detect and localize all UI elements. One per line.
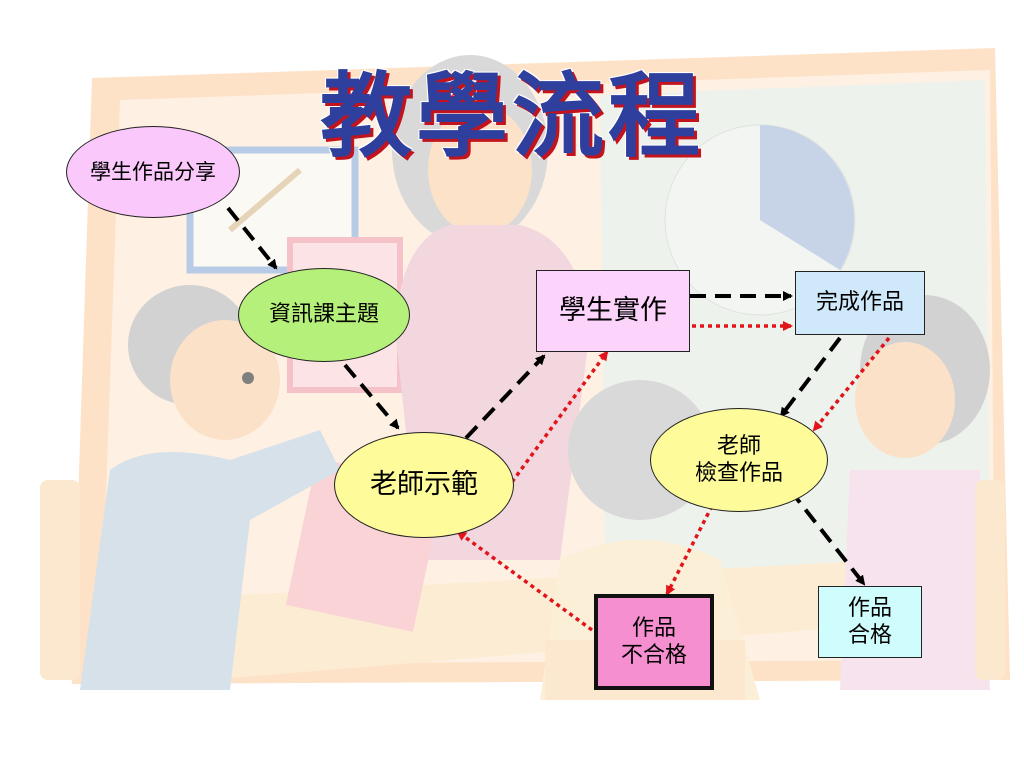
node-work-fail: 作品 不合格 bbox=[594, 594, 714, 690]
node-teacher-check-line1: 老師 bbox=[716, 433, 761, 459]
node-finish-work-label: 完成作品 bbox=[815, 290, 904, 316]
red-arrow-demo-to-practice bbox=[510, 350, 609, 484]
chair-right bbox=[975, 480, 1005, 680]
arrow-check-to-pass bbox=[788, 488, 866, 586]
pie-slice bbox=[760, 125, 855, 270]
leaf-drawing bbox=[228, 167, 302, 233]
node-teacher-demo: 老師示範 bbox=[334, 432, 514, 538]
boy-face bbox=[170, 320, 280, 440]
teacher-face bbox=[428, 105, 532, 235]
arrow-finish-to-check bbox=[779, 336, 842, 418]
node-teacher-check-line2: 檢查作品 bbox=[694, 461, 783, 486]
page-title: 教學流程 bbox=[319, 63, 704, 170]
node-topic: 資訊課主題 bbox=[238, 268, 410, 362]
node-work-fail-line2: 不合格 bbox=[620, 643, 687, 668]
node-finish-work: 完成作品 bbox=[795, 271, 925, 335]
node-work-pass-line2: 合格 bbox=[847, 623, 892, 648]
node-work-fail-line1: 作品 bbox=[631, 615, 676, 641]
red-arrow-fail-to-demo bbox=[456, 530, 594, 632]
node-topic-label: 資訊課主題 bbox=[268, 302, 379, 328]
boy-body bbox=[80, 430, 340, 690]
node-student-share: 學生作品分享 bbox=[66, 126, 240, 218]
node-work-pass: 作品 合格 bbox=[818, 586, 922, 658]
red-arrow-finish-to-check bbox=[812, 336, 891, 432]
node-teacher-demo-label: 老師示範 bbox=[370, 469, 478, 501]
boy-eye bbox=[242, 372, 254, 384]
arrow-share-to-topic bbox=[226, 206, 278, 270]
node-student-practice: 學生實作 bbox=[536, 270, 690, 352]
node-student-share-label: 學生作品分享 bbox=[90, 159, 216, 184]
node-teacher-check: 老師 檢查作品 bbox=[650, 408, 828, 512]
red-arrow-check-to-fail bbox=[665, 505, 714, 596]
node-work-pass-line1: 作品 bbox=[847, 595, 892, 621]
arrow-demo-to-practice bbox=[464, 354, 546, 440]
girl2-face bbox=[855, 342, 955, 458]
node-student-practice-label: 學生實作 bbox=[559, 295, 667, 327]
chair-left bbox=[40, 480, 80, 680]
arrow-topic-to-demo bbox=[343, 363, 400, 430]
